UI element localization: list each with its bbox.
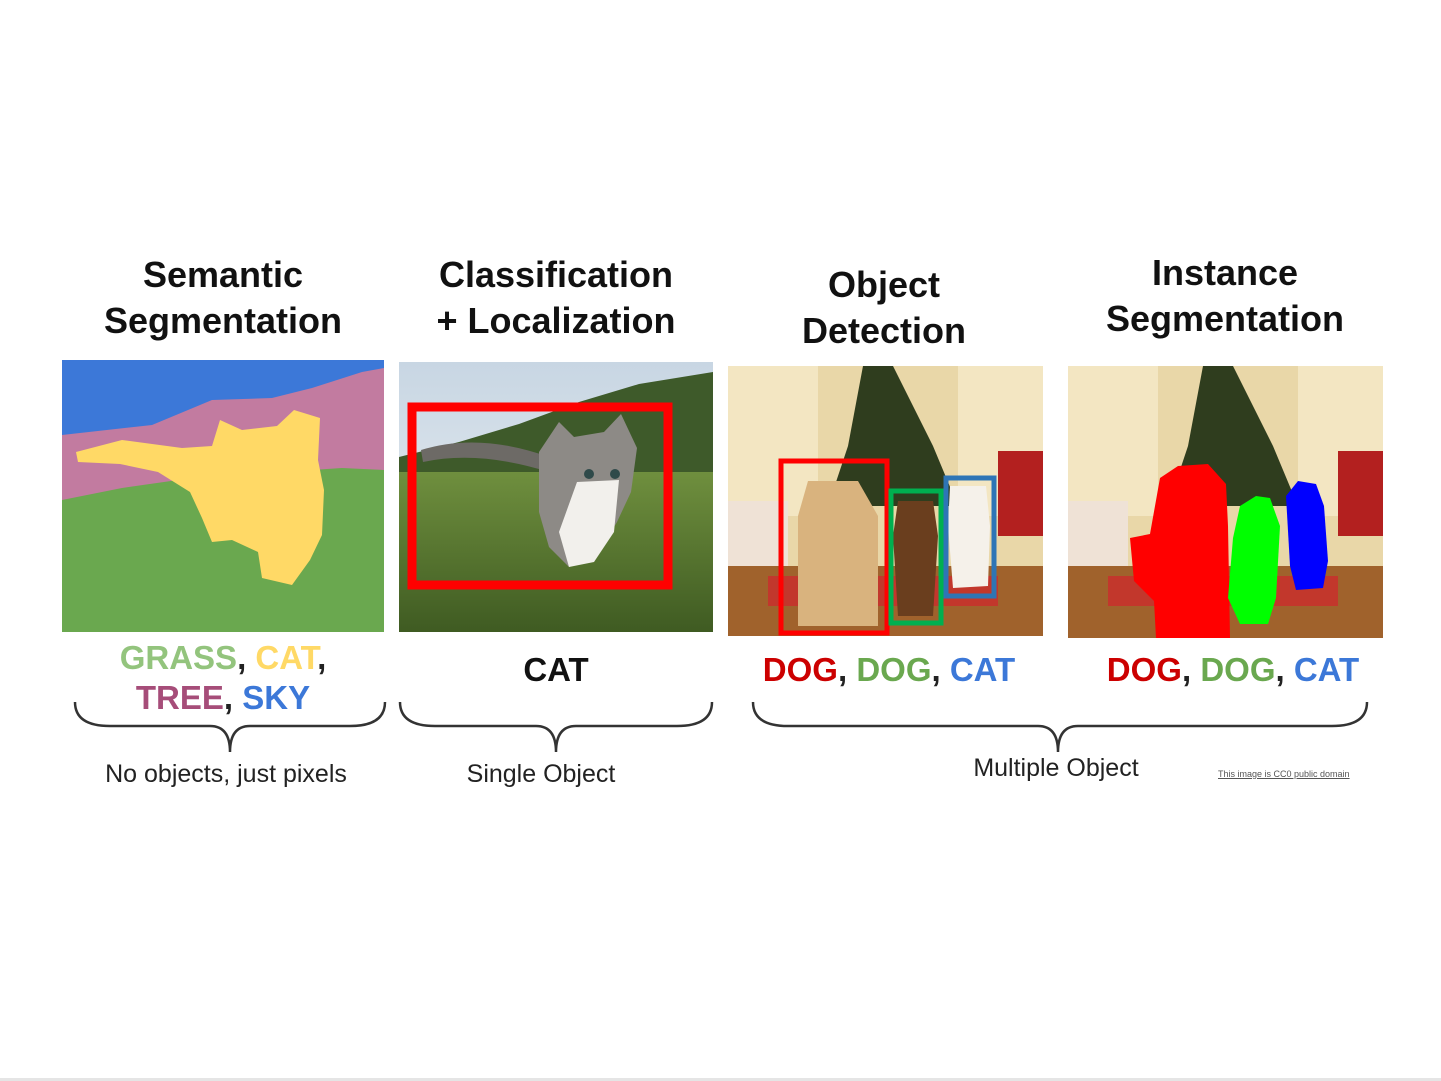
- caption-multiple-object: Multiple Object: [900, 754, 1212, 783]
- dog-golden: [798, 481, 878, 626]
- object-detection-image: [728, 366, 1043, 636]
- label-dog: DOG: [1107, 651, 1182, 688]
- label-separator: ,: [1275, 651, 1293, 688]
- title-semantic-segmentation: Semantic Segmentation: [60, 252, 386, 344]
- title-object-detection: Object Detection: [728, 262, 1040, 354]
- title-instance-segmentation: Instance Segmentation: [1066, 250, 1384, 342]
- label-cat: CAT: [255, 639, 317, 676]
- classification-localization-image: [399, 362, 713, 632]
- label-cat: CAT: [523, 651, 588, 688]
- label-dog: DOG: [856, 651, 931, 688]
- label-cat: CAT: [1294, 651, 1359, 688]
- brace-no-objects: [70, 700, 390, 760]
- image-credit-link[interactable]: This image is CC0 public domain: [1218, 769, 1388, 779]
- classification-labels: CAT: [399, 650, 713, 690]
- label-separator: ,: [317, 639, 326, 676]
- caption-single-object: Single Object: [385, 760, 697, 789]
- photo-cat-eye: [610, 469, 620, 479]
- room-curtain: [1068, 366, 1158, 516]
- label-separator: ,: [1182, 651, 1200, 688]
- label-dog: DOG: [763, 651, 838, 688]
- title-line: Segmentation: [1066, 296, 1384, 342]
- instance-labels: DOG, DOG, CAT: [1068, 650, 1398, 690]
- semantic-segmentation-image: [62, 360, 384, 632]
- dog-brown: [893, 501, 938, 616]
- label-separator: ,: [838, 651, 856, 688]
- caption-no-objects: No objects, just pixels: [70, 760, 382, 789]
- label-grass: GRASS: [120, 639, 237, 676]
- detection-labels: DOG, DOG, CAT: [728, 650, 1050, 690]
- sofa: [1338, 451, 1383, 536]
- label-separator: ,: [237, 639, 255, 676]
- title-line: Classification: [396, 252, 716, 298]
- cat-white: [948, 486, 990, 588]
- sofa: [998, 451, 1043, 536]
- brace-multiple-object: [748, 700, 1372, 760]
- brace-single-object: [395, 700, 717, 760]
- label-dog: DOG: [1200, 651, 1275, 688]
- photo-cat-eye: [584, 469, 594, 479]
- title-line: Object: [728, 262, 1040, 308]
- title-line: Semantic: [60, 252, 386, 298]
- title-line: + Localization: [396, 298, 716, 344]
- label-cat: CAT: [950, 651, 1015, 688]
- pillow: [1068, 501, 1128, 571]
- label-separator: ,: [931, 651, 949, 688]
- title-line: Segmentation: [60, 298, 386, 344]
- title-line: Instance: [1066, 250, 1384, 296]
- instance-segmentation-image: [1068, 366, 1383, 638]
- title-line: Detection: [728, 308, 1040, 354]
- title-classification-localization: Classification + Localization: [396, 252, 716, 344]
